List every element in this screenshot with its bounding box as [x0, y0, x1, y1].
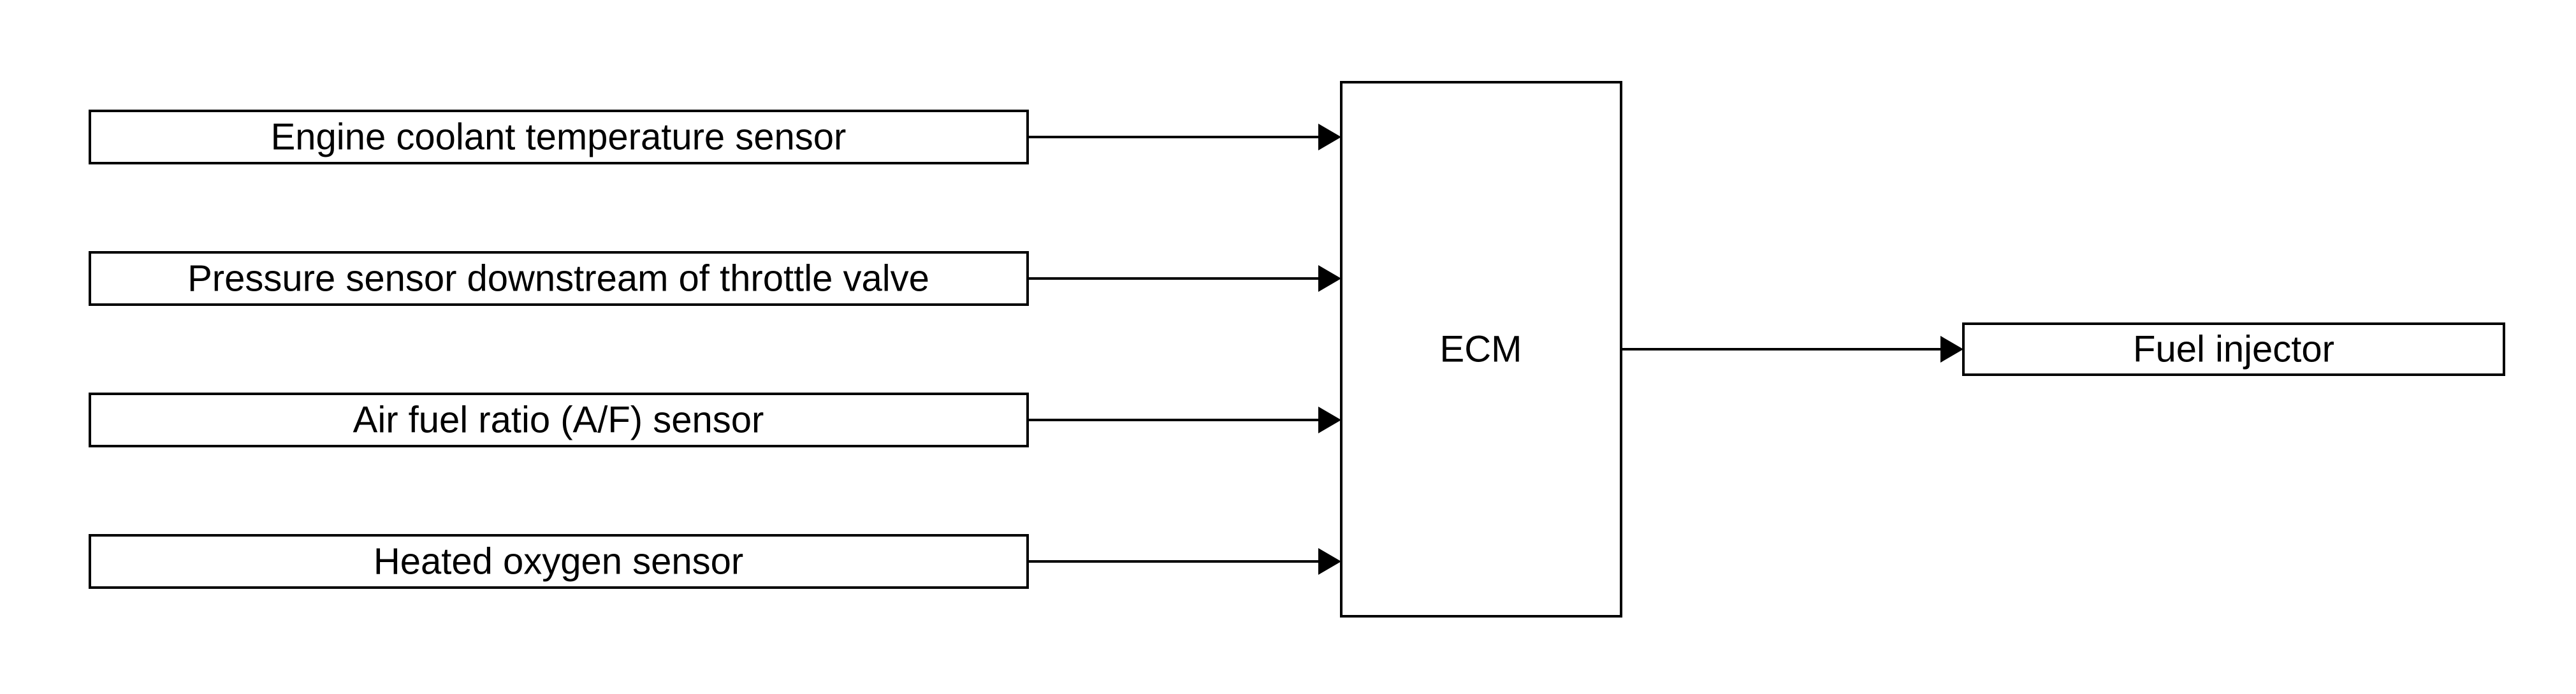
output-label: Fuel injector: [2133, 329, 2334, 370]
arrowhead: [1940, 336, 1963, 363]
output-arrow: [1621, 336, 1963, 363]
input-block-heated-oxygen-sensor: Heated oxygen sensor: [89, 534, 1029, 589]
input-block-pressure-sensor: Pressure sensor downstream of throttle v…: [89, 251, 1029, 306]
arrowhead: [1318, 407, 1341, 433]
input-arrow-1: [1028, 124, 1341, 150]
input-label: Pressure sensor downstream of throttle v…: [187, 258, 929, 300]
input-arrow-2: [1028, 265, 1341, 292]
input-box: [89, 251, 1029, 306]
input-block-engine-coolant-temperature-sensor: Engine coolant temperature sensor: [89, 110, 1029, 164]
arrowhead: [1318, 265, 1341, 292]
input-box: [89, 110, 1029, 164]
input-label: Air fuel ratio (A/F) sensor: [353, 400, 764, 441]
output-block-fuel-injector: Fuel injector: [1962, 322, 2505, 376]
arrowhead: [1318, 548, 1341, 575]
input-label: Engine coolant temperature sensor: [271, 117, 847, 158]
ecm-label: ECM: [1440, 329, 1522, 370]
input-label: Heated oxygen sensor: [374, 541, 743, 582]
arrowhead: [1318, 124, 1341, 150]
input-arrow-4: [1028, 548, 1341, 575]
input-block-air-fuel-ratio-sensor: Air fuel ratio (A/F) sensor: [89, 393, 1029, 447]
input-arrow-3: [1028, 407, 1341, 433]
output-box: [1962, 322, 2505, 376]
ecm-box: [1340, 81, 1622, 618]
input-box: [89, 393, 1029, 447]
ecm-block: ECM: [1340, 81, 1622, 618]
